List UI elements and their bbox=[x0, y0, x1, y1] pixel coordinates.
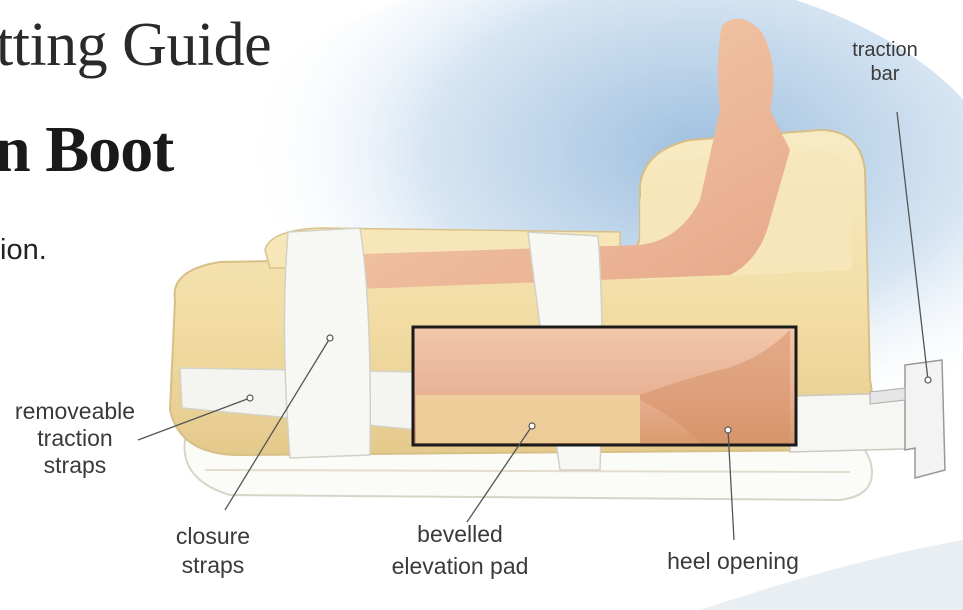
pointer-dot-removeable bbox=[247, 395, 253, 401]
title-line-1: tting Guide bbox=[0, 10, 271, 81]
label-traction-bar: traction bar bbox=[840, 38, 930, 86]
label-line: bar bbox=[840, 62, 930, 86]
title-line-2: n Boot bbox=[0, 112, 173, 188]
pointer-dot-traction-bar bbox=[925, 377, 931, 383]
label-line: closure bbox=[168, 522, 258, 551]
label-line: straps bbox=[0, 452, 150, 479]
label-closure-straps: closure straps bbox=[168, 522, 258, 580]
label-line: traction bbox=[0, 425, 150, 452]
pointer-dot-bevelled bbox=[529, 423, 535, 429]
label-bevelled-elevation-pad: bevelled elevation pad bbox=[375, 518, 545, 582]
pointer-dot-closure bbox=[327, 335, 333, 341]
traction-bar-shape bbox=[905, 360, 945, 478]
intro-text: ion. bbox=[0, 234, 47, 267]
label-removeable-traction-straps: removeable traction straps bbox=[0, 398, 150, 479]
label-line: elevation pad bbox=[375, 550, 545, 582]
label-heel-opening: heel opening bbox=[648, 548, 818, 574]
pointer-dot-heel bbox=[725, 427, 731, 433]
label-line: bevelled bbox=[375, 518, 545, 550]
label-line: removeable bbox=[0, 398, 150, 425]
label-line: straps bbox=[168, 551, 258, 580]
label-line: traction bbox=[840, 38, 930, 62]
label-line: heel opening bbox=[648, 548, 818, 574]
